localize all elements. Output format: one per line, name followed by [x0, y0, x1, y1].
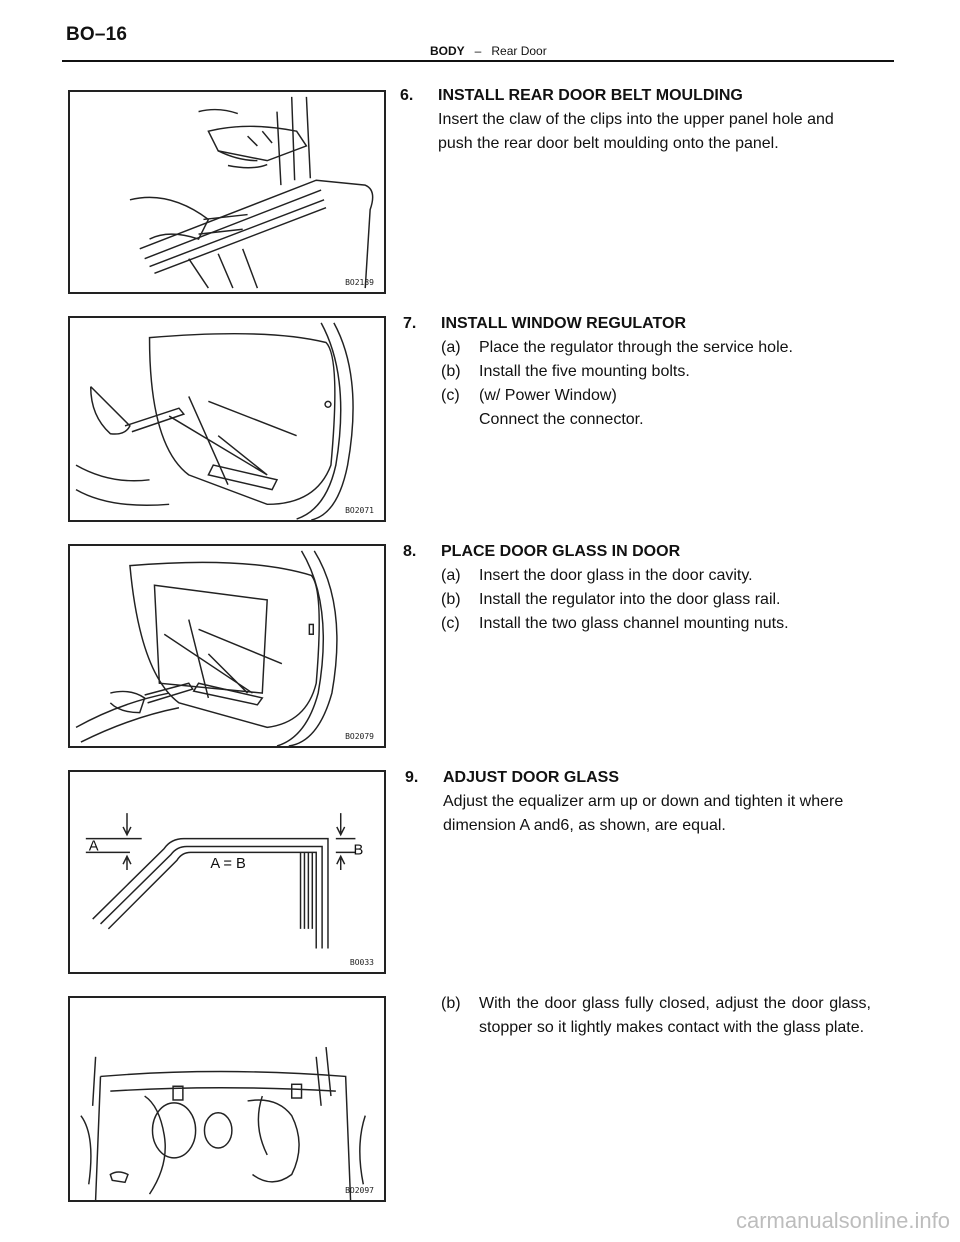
step-number: 8.: [403, 543, 417, 560]
substep-text: Place the regulator through the service …: [479, 339, 793, 356]
figure-glass-stopper: BO2097: [68, 996, 386, 1202]
step-number: 9.: [405, 769, 419, 786]
dimension-label-b: B: [353, 842, 363, 858]
header-rule: [62, 60, 894, 62]
glass-stopper-illustration: [80, 1046, 366, 1200]
step-7: 7. INSTALL WINDOW REGULATOR (a) Place the …: [403, 312, 793, 432]
substep: (b) Install the regulator into the door g…: [403, 588, 789, 612]
step-8: 8. PLACE DOOR GLASS IN DOOR (a) Insert the…: [403, 540, 789, 636]
substep-text: (w/ Power Window): [479, 387, 617, 404]
step-heading: 6. INSTALL REAR DOOR BELT MOULDING: [400, 84, 868, 108]
step-heading: 8. PLACE DOOR GLASS IN DOOR: [403, 540, 789, 564]
header-dash: –: [474, 44, 482, 58]
substep: (a) Place the regulator through the servi…: [403, 336, 793, 360]
step-heading: 7. INSTALL WINDOW REGULATOR: [403, 312, 793, 336]
substep-label: (b): [441, 591, 461, 608]
subsection-name: Rear Door: [491, 44, 547, 58]
window-regulator-illustration: [75, 322, 354, 520]
substep: (c) Install the two glass channel mountin…: [403, 612, 789, 636]
substep: (c) (w/ Power Window): [403, 384, 793, 408]
figure-code: BO2071: [345, 506, 374, 515]
substep: (b) Install the five mounting bolts.: [403, 360, 793, 384]
substep: (a) Insert the door glass in the door cav…: [403, 564, 789, 588]
page-number: BO–16: [66, 24, 128, 45]
step-9-substep-b: (b) With the door glass fully closed, ad…: [441, 992, 871, 1040]
figure-door-glass: BO2079: [68, 544, 386, 748]
dimension-label-a: A: [89, 838, 99, 854]
substep-text: Install the two glass channel mounting n…: [479, 615, 789, 632]
step-number: 7.: [403, 315, 417, 332]
door-glass-illustration: [75, 550, 338, 746]
figure-code: BO2079: [345, 732, 374, 741]
figure-code: BO2139: [345, 278, 374, 287]
figure-window-regulator: BO2071: [68, 316, 386, 522]
dimension-equation: A = B: [210, 856, 246, 872]
step-text: Adjust the equalizer arm up or down and …: [443, 793, 844, 834]
step-title: PLACE DOOR GLASS IN DOOR: [441, 543, 681, 560]
running-head: BODY–Rear Door: [430, 44, 547, 58]
step-title: INSTALL WINDOW REGULATOR: [441, 315, 687, 332]
substep-text: Insert the door glass in the door cavity…: [479, 567, 753, 584]
section-name: BODY: [430, 44, 465, 58]
substep-label: (b): [441, 363, 461, 380]
step-heading: 9. ADJUST DOOR GLASS: [405, 766, 873, 790]
belt-moulding-illustration: [129, 96, 374, 289]
substep-label: (c): [441, 615, 460, 632]
substep-text: With the door glass fully closed, adjust…: [479, 995, 871, 1036]
figure-code: BO2097: [345, 1186, 374, 1195]
substep-continuation: Connect the connector.: [479, 411, 644, 428]
step-title: ADJUST DOOR GLASS: [443, 769, 620, 786]
substep-label: (a): [441, 339, 461, 356]
substep-label: (b): [441, 995, 461, 1012]
step-6: 6. INSTALL REAR DOOR BELT MOULDING Insert…: [400, 84, 868, 156]
substep-label: (a): [441, 567, 461, 584]
substep-text: Install the five mounting bolts.: [479, 363, 690, 380]
substep-text: Install the regulator into the door glas…: [479, 591, 781, 608]
step-9: 9. ADJUST DOOR GLASS Adjust the equalizer…: [405, 766, 873, 838]
step-title: INSTALL REAR DOOR BELT MOULDING: [438, 87, 743, 104]
watermark: carmanualsonline.info: [735, 1208, 950, 1233]
figure-belt-moulding: BO2139: [68, 90, 386, 294]
step-number: 6.: [400, 87, 414, 104]
substep-label: (c): [441, 387, 460, 404]
glass-dimension-diagram: A B A = B: [85, 813, 363, 949]
figure-code: BO033: [349, 958, 374, 967]
step-text: Insert the claw of the clips into the up…: [438, 111, 834, 152]
figure-glass-dimension: A B A = B BO033: [68, 770, 386, 974]
